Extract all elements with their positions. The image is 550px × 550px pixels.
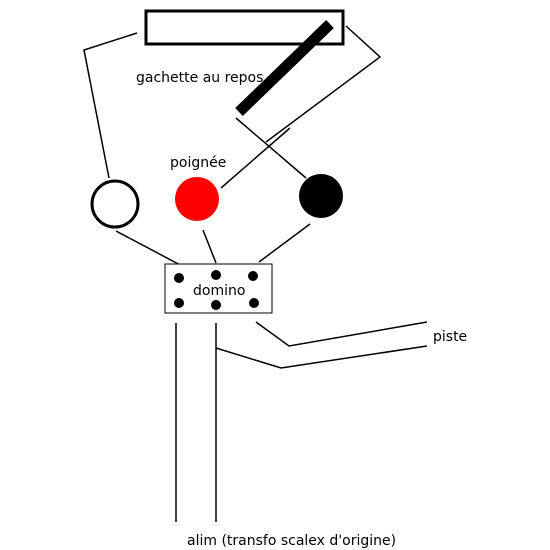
wire-black-to-domino <box>258 223 311 263</box>
domino-screw <box>174 273 184 283</box>
wire-trigger-right <box>265 25 382 143</box>
label-trigger: gachette au repos <box>136 70 263 86</box>
wire-track-upper <box>255 321 428 347</box>
terminal-black <box>299 174 343 218</box>
wire-white-to-domino <box>115 230 185 268</box>
wire-track-lower <box>215 345 428 369</box>
wire-white-terminal <box>83 32 138 179</box>
trigger-housing <box>144 9 345 46</box>
label-track: piste <box>433 329 467 345</box>
label-domino: domino <box>193 283 245 299</box>
domino-screw <box>211 300 221 310</box>
trigger-lever <box>235 20 334 116</box>
domino-screw <box>248 271 258 281</box>
terminal-white <box>90 179 140 229</box>
terminal-red <box>175 177 219 221</box>
wire-black-terminal <box>235 117 307 179</box>
label-handle: poignée <box>170 155 226 171</box>
domino-screw <box>211 270 221 280</box>
wire-red-terminal <box>220 127 291 189</box>
domino-screw <box>249 298 259 308</box>
label-power: alim (transfo scalex d'origine) <box>187 533 396 549</box>
wire-red-to-domino <box>202 229 217 264</box>
domino-screw <box>174 298 184 308</box>
